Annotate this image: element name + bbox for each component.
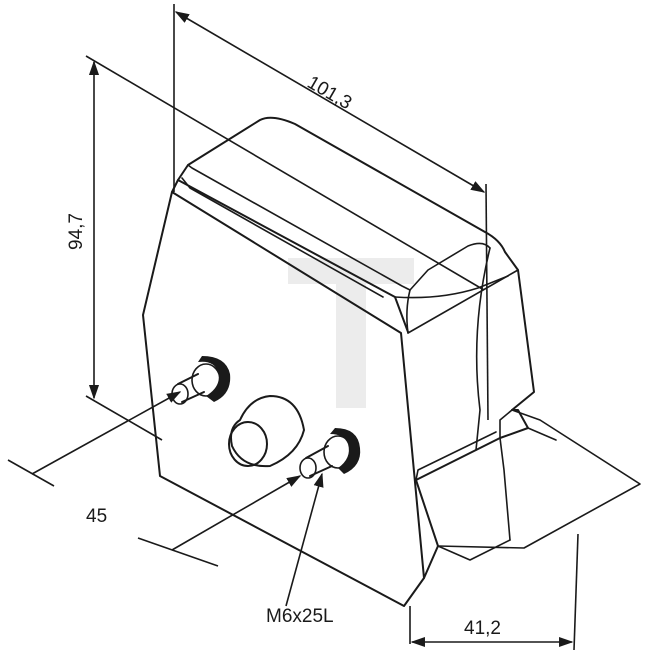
mounting-stud-left bbox=[171, 356, 231, 405]
housing-front-face bbox=[142, 191, 425, 607]
mounting-stud-right bbox=[299, 428, 361, 479]
connector-boss bbox=[228, 395, 305, 468]
housing-side bbox=[415, 409, 529, 579]
dimension-depth: 41,2 bbox=[409, 533, 579, 650]
dimension-depth-label: 41,2 bbox=[464, 618, 501, 639]
bolt-callout-label: M6x25L bbox=[266, 606, 334, 627]
dimension-width: 101,3 bbox=[173, 4, 489, 421]
dimension-spacing-label: 45 bbox=[86, 506, 107, 527]
dimension-height-label: 94,7 bbox=[66, 213, 87, 250]
bolt-callout: M6x25L bbox=[266, 472, 334, 627]
watermark-logo bbox=[288, 258, 414, 408]
mounting-flange bbox=[437, 409, 641, 549]
dimension-height: 94,7 bbox=[66, 55, 485, 441]
dimension-spacing: 45 bbox=[7, 391, 302, 567]
dimension-width-label: 101,3 bbox=[304, 72, 356, 114]
housing-top-rim bbox=[171, 179, 409, 333]
